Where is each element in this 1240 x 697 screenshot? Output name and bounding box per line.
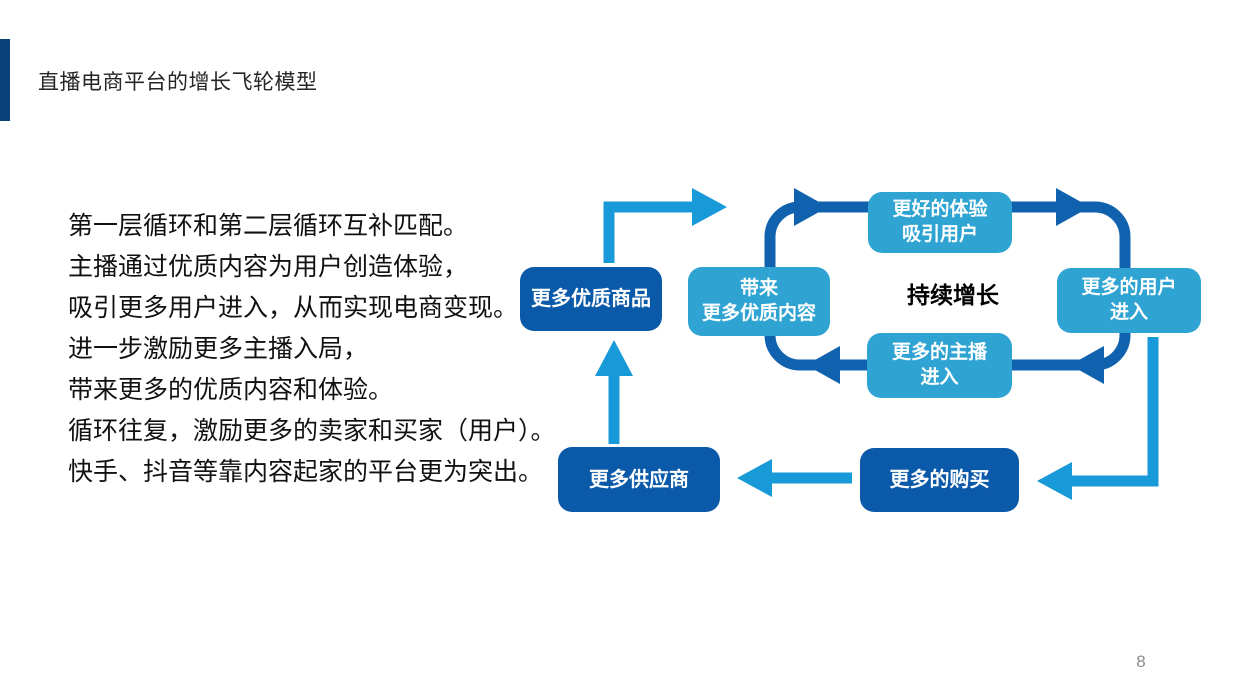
outer-arrowhead-suppliers-to-goods-icon (595, 340, 633, 376)
outer-arrowhead-users-to-purchases-icon (1037, 462, 1072, 500)
outer-arrowhead-goods-to-loop-icon (692, 188, 727, 226)
node-label: 更多供应商 (589, 468, 689, 491)
center-label-sustained-growth: 持续增长 (907, 282, 999, 308)
page-number: 8 (1136, 652, 1146, 671)
node-more-streamers: 更多的主播 进入 (867, 333, 1012, 398)
title-accent-bar (0, 39, 10, 121)
node-label-line1: 更多的用户 (1081, 276, 1177, 298)
node-label-line2: 进入 (1109, 301, 1148, 323)
node-more-suppliers: 更多供应商 (558, 447, 720, 512)
body-line: 循环往复，激励更多的卖家和买家（用户）。 (68, 417, 556, 445)
node-better-experience: 更好的体验 吸引用户 (868, 192, 1012, 253)
node-more-quality-goods: 更多优质商品 (520, 267, 662, 331)
node-label: 更多的购买 (889, 469, 990, 491)
inner-loop-arrowhead-top-right-icon (1056, 188, 1090, 226)
body-line: 吸引更多用户进入，从而实现电商变现。 (68, 294, 519, 322)
body-line: 第一层循环和第二层循环互补匹配。 (68, 212, 469, 240)
inner-loop-arrowhead-bottom-right-icon (1070, 346, 1104, 384)
body-text: 第一层循环和第二层循环互补匹配。 主播通过优质内容为用户创造体验， 吸引更多用户… (68, 206, 556, 493)
node-label-line2: 吸引用户 (901, 223, 978, 245)
node-label-line1: 更多的主播 (891, 341, 987, 363)
node-label-line1: 更好的体验 (892, 198, 988, 220)
outer-arrowhead-purchases-to-suppliers-icon (737, 459, 772, 497)
inner-loop-arrowhead-top-left-icon (794, 188, 828, 226)
node-label-line2: 进入 (920, 366, 959, 388)
outer-arrow-users-to-purchases (1072, 337, 1159, 487)
body-line: 进一步激励更多主播入局， (68, 335, 369, 363)
node-bring-more-content: 带来 更多优质内容 (688, 267, 830, 336)
outer-arrow-goods-to-loop (603, 201, 692, 263)
body-line: 主播通过优质内容为用户创造体验， (68, 253, 469, 281)
node-label-line1: 带来 (739, 277, 778, 299)
node-label: 更多优质商品 (531, 288, 651, 310)
body-line: 快手、抖音等靠内容起家的平台更为突出。 (68, 458, 544, 486)
node-more-users: 更多的用户 进入 (1057, 268, 1201, 333)
node-label-line2: 更多优质内容 (701, 302, 816, 324)
body-line: 带来更多的优质内容和体验。 (68, 376, 394, 404)
inner-loop-arrowhead-bottom-left-icon (806, 346, 840, 384)
page-title: 直播电商平台的增长飞轮模型 (38, 71, 318, 94)
node-more-purchases: 更多的购买 (860, 448, 1019, 512)
